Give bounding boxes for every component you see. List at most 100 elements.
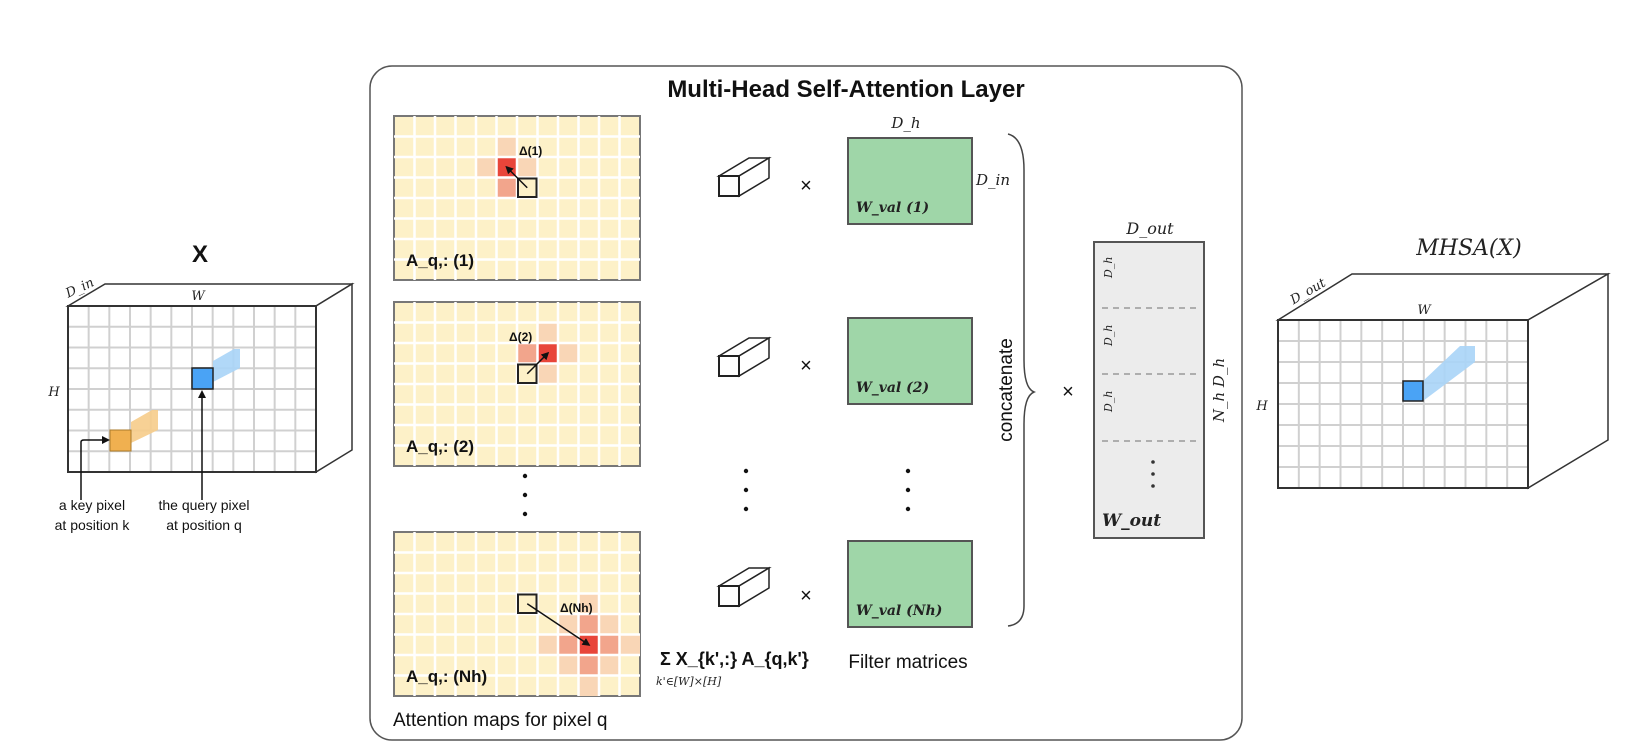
attention-map-3: Δ(Nh) A_q,: (Nh) (393, 531, 641, 697)
query-caption-1: the query pixel (158, 497, 249, 513)
shift-arrow (505, 165, 528, 189)
key-caption-1: a key pixel (59, 497, 125, 513)
wout-rect (1093, 241, 1205, 539)
times-sign: × (800, 355, 812, 377)
vector-front (718, 585, 740, 607)
wout-side-label: N_h D_h (1210, 358, 1228, 423)
attention-cell-low (619, 634, 640, 655)
shift-label: Δ(2) (509, 330, 532, 344)
wout-block-label-2: D_h (1102, 325, 1115, 347)
attention-map-2: Δ(2) A_q,: (2) (393, 301, 641, 467)
input-title: X (192, 241, 208, 268)
times-sign: × (800, 175, 812, 197)
filter-ellipsis (905, 468, 911, 512)
attention-cell-low (578, 675, 599, 696)
query-position-box (517, 177, 538, 198)
value-vector-1: × (716, 156, 812, 198)
filter-label: W_val (Nh) (856, 603, 942, 619)
attention-cell-low (599, 655, 620, 676)
query-position-box (517, 593, 538, 614)
filter-side-label: D_in (975, 171, 1010, 189)
attention-map-1: Δ(1) A_q,: (1) (393, 115, 641, 281)
value-vectors: × × × (716, 156, 812, 608)
layer-title: Multi-Head Self-Attention Layer (667, 76, 1024, 103)
attention-cell-mid (558, 634, 579, 655)
shift-arrow (526, 603, 591, 646)
key-pixel (109, 429, 132, 452)
filter-top-label: D_h (890, 114, 920, 132)
attention-cell-low (496, 136, 517, 157)
output-tensor: MHSA(X) D_out W H (1255, 236, 1611, 490)
attention-cell-low (517, 157, 538, 178)
vector-front (718, 175, 740, 197)
attention-cell-low (537, 634, 558, 655)
times-sign: × (800, 585, 812, 607)
output-width-label: W (1417, 303, 1432, 318)
sum-formula: Σ X_{k',:} A_{q,k'} (660, 649, 809, 669)
input-height-label: H (47, 385, 60, 400)
shift-label: Δ(Nh) (560, 601, 593, 615)
attention-cell-mid (578, 655, 599, 676)
attention-cell-low (599, 614, 620, 635)
vector-ellipsis (743, 468, 749, 512)
attention-ellipsis (522, 473, 528, 517)
output-height-label: H (1255, 399, 1268, 414)
filter-matrix-2: W_val (2) (847, 317, 973, 405)
wout-block-label-1: D_h (1102, 257, 1115, 279)
filter-label: W_val (2) (856, 380, 929, 396)
filter-matrix-1: W_val (1) (847, 137, 973, 225)
query-pixel-depth (213, 349, 240, 382)
attention-cell-low (537, 363, 558, 384)
attention-cell-mid (496, 177, 517, 198)
input-width-label: W (191, 289, 206, 304)
attention-cell-mid (599, 634, 620, 655)
input-cube-front (67, 305, 317, 473)
output-cube-front (1277, 319, 1529, 489)
concat-label: concatenate (996, 338, 1017, 442)
query-position-box (517, 363, 538, 384)
filter-rect (847, 137, 973, 225)
wout-top-label: D_out (1125, 219, 1174, 238)
wout-label: W_out (1102, 511, 1161, 531)
filter-label: W_val (1) (856, 200, 929, 216)
shift-arrow (526, 351, 550, 375)
wout-block-label-3: D_h (1102, 391, 1115, 413)
attention-cell-mid (578, 614, 599, 635)
concat-brace (1007, 133, 1037, 627)
attention-maps: Δ(1) A_q,: (1) Δ(2) A_q,: (2) Δ(Nh) A_q,: (Nh… (393, 115, 641, 697)
filter-matrices: W_val (1) W_val (2) W_val (Nh) (847, 137, 973, 628)
mhsa-layer: Multi-Head Self-Attention Layer Δ(1) A_q,… (369, 65, 1243, 741)
shift-label: Δ(1) (519, 144, 542, 158)
attention-map-label: A_q,: (Nh) (406, 667, 487, 686)
attention-cell-low (537, 322, 558, 343)
value-vector-2: × (716, 336, 812, 378)
input-cube-top (65, 283, 355, 307)
output-pixel (1402, 380, 1424, 402)
output-grid (1278, 320, 1528, 488)
input-tensor: X D_in W H a key pixel at position k the… (47, 241, 355, 533)
attention-cell-mid (517, 343, 538, 364)
filter-matrix-3: W_val (Nh) (847, 540, 973, 628)
filter-caption: Filter matrices (848, 652, 967, 673)
wout-matrix: D_out D_h D_h D_h W_out N_h D_h (1093, 219, 1228, 539)
sum-subscript: k'∈[W]×[H] (656, 675, 722, 688)
filter-rect (847, 540, 973, 628)
concat-times: × (1062, 381, 1074, 403)
key-pointer-arrow (80, 436, 110, 500)
query-pixel (191, 367, 214, 390)
vector-front (718, 355, 740, 377)
attention-cell-low (558, 655, 579, 676)
key-caption-2: at position k (55, 517, 131, 533)
attention-cell-low (578, 593, 599, 614)
attention-map-label: A_q,: (2) (406, 437, 474, 456)
input-cube-side (315, 282, 353, 474)
output-title: MHSA(X) (1415, 236, 1522, 261)
attention-cell-low (558, 343, 579, 364)
filter-rect (847, 317, 973, 405)
attention-cell-low (558, 614, 579, 635)
key-pixel-depth (131, 410, 158, 443)
layer-frame (369, 65, 1243, 741)
output-pixel-depth (1423, 346, 1475, 401)
attention-map-label: A_q,: (1) (406, 251, 474, 270)
